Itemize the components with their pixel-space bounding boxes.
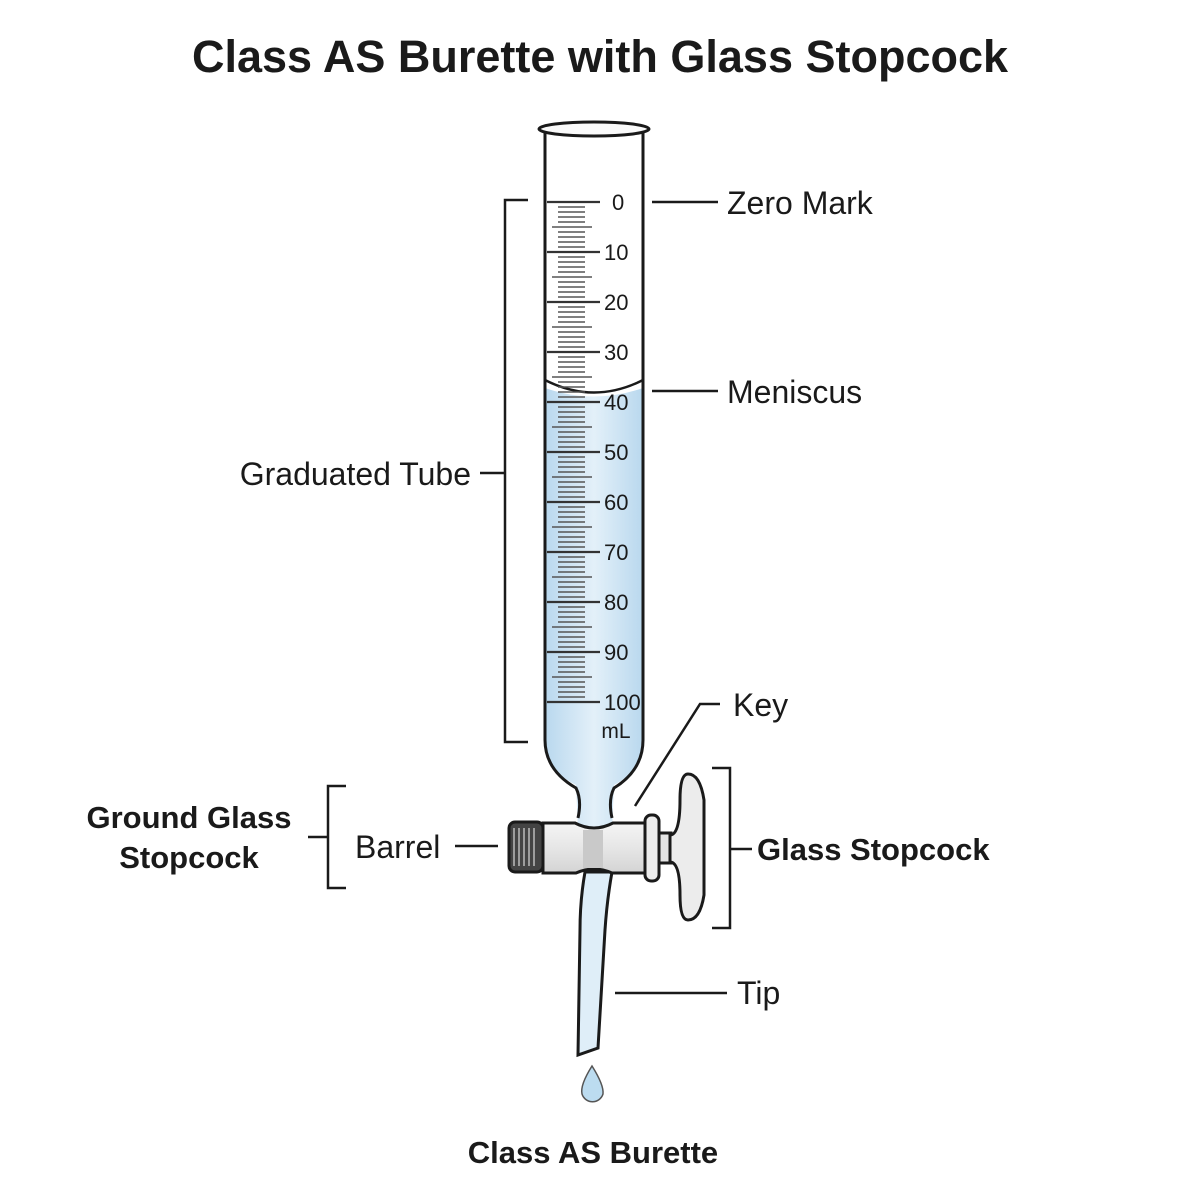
callout-lines (308, 198, 752, 995)
scale-label-10: 10 (604, 240, 628, 265)
unit-label: mL (601, 720, 630, 743)
graduation-ticks (547, 200, 600, 704)
glass-stopcock-label: Glass Stopcock (757, 832, 990, 867)
scale-label-30: 30 (604, 340, 628, 365)
liquid-drop (580, 1064, 604, 1103)
stopcock-key[interactable] (668, 772, 706, 922)
zero-mark-label: Zero Mark (727, 185, 874, 221)
scale-label-60: 60 (604, 490, 628, 515)
tip-label: Tip (737, 975, 780, 1011)
scale-label-90: 90 (604, 640, 628, 665)
footer-caption: Class AS Burette (468, 1135, 718, 1170)
graduated-tube (537, 120, 651, 819)
graduation-labels: 0 10 20 30 40 50 60 70 80 90 100 (604, 190, 641, 715)
scale-label-70: 70 (604, 540, 628, 565)
barrel-label: Barrel (355, 829, 440, 865)
ground-glass-label-line1: Ground Glass (87, 800, 292, 835)
stopcock-assembly (507, 772, 706, 922)
graduated-tube-label: Graduated Tube (240, 456, 471, 492)
diagram-title: Class AS Burette with Glass Stopcock (192, 31, 1009, 82)
scale-label-0: 0 (612, 190, 624, 215)
key-label: Key (733, 687, 788, 723)
burette-tip (576, 870, 614, 1058)
scale-label-20: 20 (604, 290, 628, 315)
meniscus-label: Meniscus (727, 374, 862, 410)
scale-label-40: 40 (604, 390, 628, 415)
scale-label-100: 100 (604, 690, 641, 715)
liquid (545, 388, 643, 830)
scale-label-50: 50 (604, 440, 628, 465)
scale-label-80: 80 (604, 590, 628, 615)
ground-glass-label-line2: Stopcock (119, 840, 259, 875)
